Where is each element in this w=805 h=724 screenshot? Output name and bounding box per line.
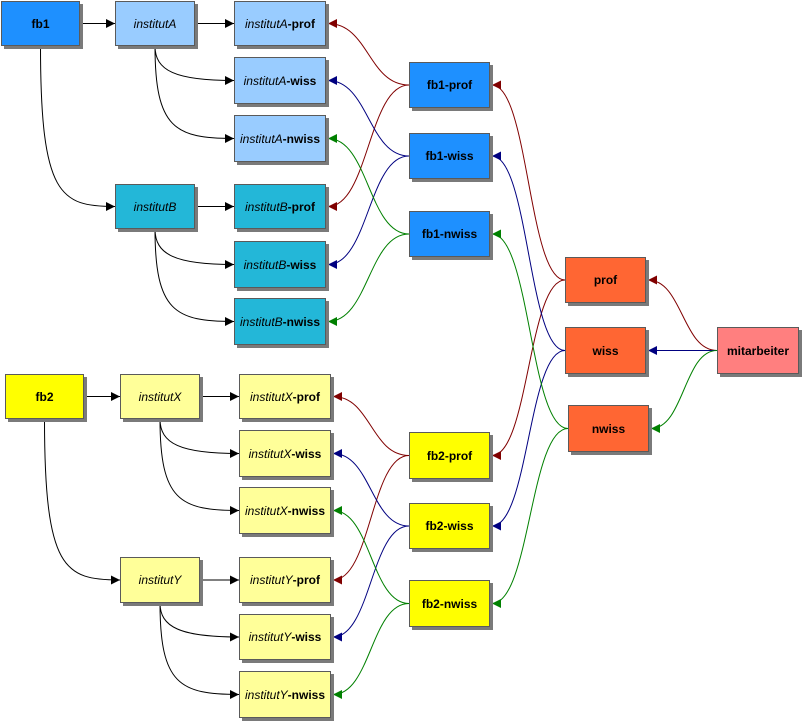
node-institutA-wiss[interactable]: institutA-wiss bbox=[234, 57, 326, 104]
node-institutX-nwiss[interactable]: institutX-nwiss bbox=[239, 487, 331, 534]
edge-fb2-to-institutY bbox=[44, 418, 121, 585]
edge-prof-to-fb2-prof bbox=[491, 279, 566, 460]
node-nwiss[interactable]: nwiss bbox=[568, 405, 649, 452]
node-institutA-nwiss[interactable]: institutA-nwiss bbox=[234, 115, 326, 162]
node-institutX[interactable]: institutX bbox=[120, 374, 200, 419]
node-institutA-prof[interactable]: institutA-prof bbox=[234, 1, 326, 46]
node-fb2-prof[interactable]: fb2-prof bbox=[409, 432, 490, 479]
node-institutY-nwiss[interactable]: institutY-nwiss bbox=[239, 671, 331, 718]
edge-wiss-to-fb2-wiss bbox=[491, 350, 566, 531]
edge-fb2-prof-to-institutX-prof bbox=[332, 392, 410, 456]
node-institutX-prof[interactable]: institutX-prof bbox=[239, 374, 331, 419]
edge-wiss-to-fb1-wiss bbox=[491, 151, 566, 351]
edge-institutY-to-institutY-wiss bbox=[159, 602, 240, 642]
node-institutA[interactable]: institutA bbox=[115, 1, 195, 46]
node-fb1-prof[interactable]: fb1-prof bbox=[409, 62, 490, 108]
edge-fb1-nwiss-to-institutA-nwiss bbox=[327, 134, 410, 235]
edge-institutX-to-institutX-wiss bbox=[159, 418, 240, 458]
edge-mitarbeiter-to-prof bbox=[647, 275, 718, 351]
node-wiss[interactable]: wiss bbox=[565, 327, 646, 374]
edge-fb1-prof-to-institutA-prof bbox=[327, 19, 410, 86]
edge-institutX-to-institutX-nwiss bbox=[159, 418, 240, 515]
edge-institutA-to-institutA-nwiss bbox=[154, 45, 235, 143]
node-fb1-nwiss[interactable]: fb1-nwiss bbox=[409, 211, 490, 257]
edge-fb2-wiss-to-institutY-wiss bbox=[332, 525, 410, 642]
node-mitarbeiter[interactable]: mitarbeiter bbox=[717, 327, 799, 374]
edge-institutY-to-institutY-nwiss bbox=[159, 602, 240, 699]
edge-fb1-to-institutB bbox=[40, 45, 116, 211]
edge-institutB-to-institutB-nwiss bbox=[154, 228, 235, 326]
node-prof[interactable]: prof bbox=[565, 257, 646, 303]
node-fb1-wiss[interactable]: fb1-wiss bbox=[409, 133, 490, 179]
node-institutX-wiss[interactable]: institutX-wiss bbox=[239, 430, 331, 477]
edge-institutA-to-institutA-wiss bbox=[154, 45, 235, 85]
edge-nwiss-to-fb2-nwiss bbox=[491, 428, 569, 608]
edge-prof-to-fb1-prof bbox=[491, 80, 566, 281]
edge-institutB-to-institutB-wiss bbox=[154, 228, 235, 269]
edge-fb2-wiss-to-institutX-wiss bbox=[332, 449, 410, 527]
node-institutB-nwiss[interactable]: institutB-nwiss bbox=[234, 298, 326, 345]
node-institutB[interactable]: institutB bbox=[115, 184, 195, 229]
node-fb2-wiss[interactable]: fb2-wiss bbox=[409, 503, 490, 549]
node-fb2[interactable]: fb2 bbox=[5, 374, 84, 419]
edge-fb2-nwiss-to-institutY-nwiss bbox=[332, 603, 410, 699]
node-institutY-wiss[interactable]: institutY-wiss bbox=[239, 614, 331, 660]
edge-mitarbeiter-to-nwiss bbox=[650, 350, 718, 433]
edge-fb1-nwiss-to-institutB-nwiss bbox=[327, 233, 410, 326]
edge-nwiss-to-fb1-nwiss bbox=[491, 229, 569, 429]
node-institutB-prof[interactable]: institutB-prof bbox=[234, 184, 326, 229]
edge-fb2-prof-to-institutY-prof bbox=[332, 455, 410, 585]
edge-fb1-prof-to-institutB-prof bbox=[327, 84, 410, 211]
node-institutB-wiss[interactable]: institutB-wiss bbox=[234, 241, 326, 288]
node-fb1[interactable]: fb1 bbox=[1, 1, 80, 46]
edge-fb1-wiss-to-institutB-wiss bbox=[327, 155, 410, 269]
edge-fb1-wiss-to-institutA-wiss bbox=[327, 76, 410, 157]
node-institutY-prof[interactable]: institutY-prof bbox=[239, 557, 331, 603]
node-fb2-nwiss[interactable]: fb2-nwiss bbox=[409, 580, 490, 627]
node-institutY[interactable]: institutY bbox=[120, 557, 200, 603]
edge-fb2-nwiss-to-institutX-nwiss bbox=[332, 506, 410, 604]
